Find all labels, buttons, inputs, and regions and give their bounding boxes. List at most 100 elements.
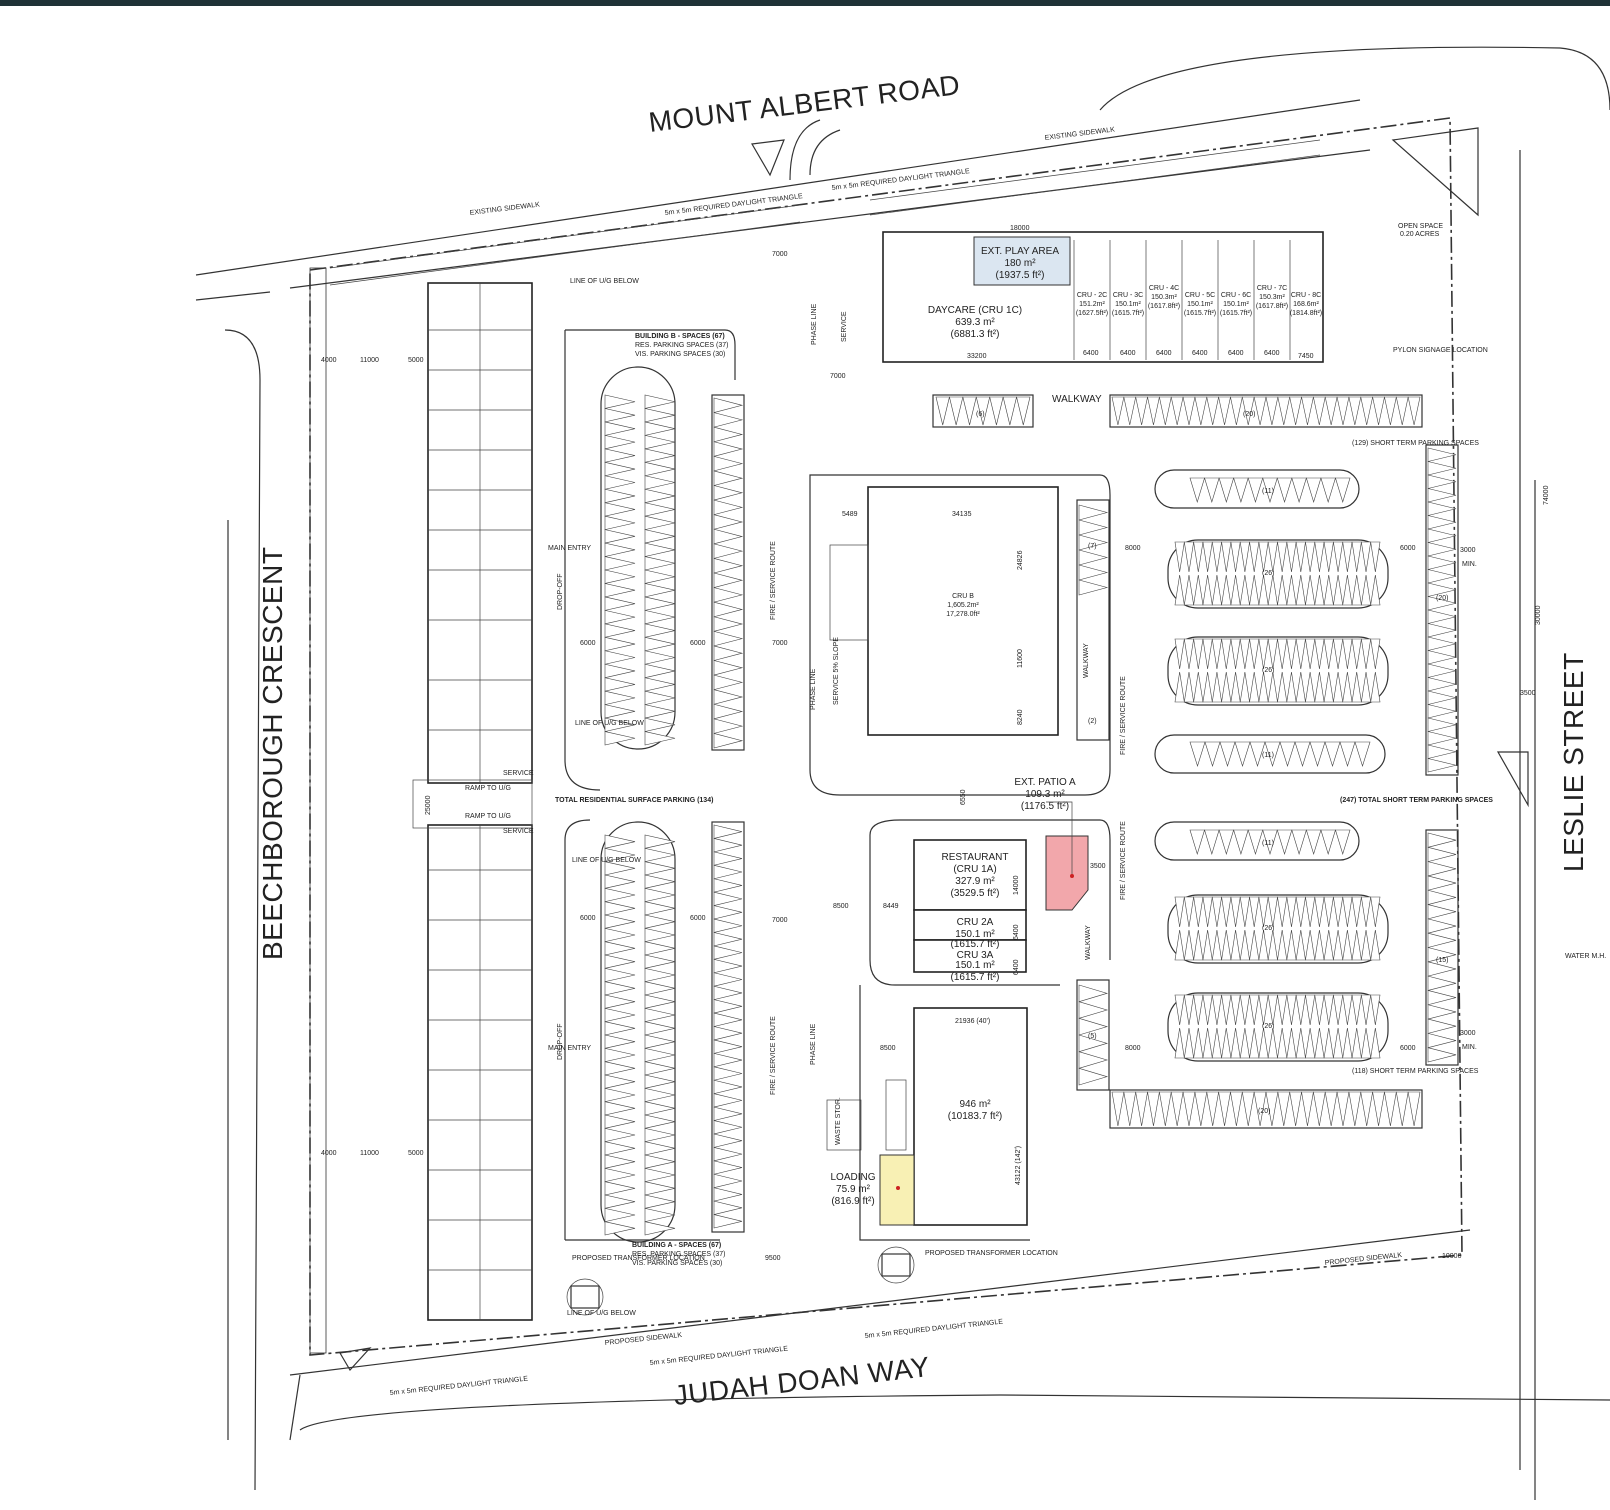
parking-stall (1174, 929, 1185, 961)
roads (195, 46, 1610, 1500)
parking-stall (1295, 1027, 1306, 1059)
patio-restaurant (1045, 835, 1089, 911)
parking-stall (1351, 541, 1362, 573)
parking-stall (604, 994, 636, 1009)
fire-route-3: FIRE / SERVICE ROUTE (1120, 676, 1127, 755)
parking-stall (644, 861, 676, 876)
parking-stall (1335, 829, 1351, 856)
parking-stall (604, 663, 636, 679)
count-11-2: (11) (1262, 752, 1274, 759)
parking-stall (1427, 990, 1457, 1006)
parking-stall (1342, 1027, 1353, 1059)
parking-stall (1194, 396, 1208, 426)
parking-stall (1342, 574, 1353, 606)
parking-stall (1211, 574, 1222, 606)
dim-30000: 30000 (1535, 605, 1542, 625)
parking-stall (644, 954, 676, 969)
parking-stall (1183, 574, 1194, 606)
parking-stall (1395, 396, 1409, 426)
parking-stall (1193, 574, 1204, 606)
parking-stall (713, 905, 743, 920)
parking-stall (1267, 896, 1278, 928)
dim-6000-f: 6000 (1400, 1045, 1416, 1052)
parking-stall (713, 455, 744, 472)
parking-stall (604, 461, 636, 477)
parking-stall (1370, 1027, 1381, 1059)
parking-stall (604, 596, 636, 611)
parking-stall (1427, 975, 1457, 991)
dim-4000-b: 4000 (321, 1150, 337, 1157)
parking-stall (1342, 896, 1353, 928)
parking-stall (1427, 528, 1457, 543)
parking-stall (1258, 671, 1269, 703)
parking-stall (1277, 1091, 1291, 1127)
parking-stall (1427, 569, 1457, 584)
service-north: SERVICE (841, 311, 848, 342)
parking-stall (1294, 741, 1311, 768)
daylight-triangles (339, 127, 1529, 1372)
parking-stall (1221, 896, 1232, 928)
parking-stall (1211, 896, 1222, 928)
cru-b-name: CRU B (952, 593, 974, 600)
parking-stall (1335, 477, 1351, 504)
cru-8c-m: 168.6m² (1293, 301, 1319, 308)
cru-c-building (882, 231, 1324, 363)
dim-8000-b: 8000 (1125, 1045, 1141, 1052)
play-area-m: 180 m² (1004, 258, 1036, 269)
parking-stall (1202, 574, 1213, 606)
parking-stall (1305, 929, 1316, 961)
parking-stall (1370, 994, 1381, 1026)
parking-stall (604, 1007, 636, 1023)
parking-stall (1230, 671, 1241, 703)
count-7: (7) (1088, 543, 1097, 550)
parking-stall (1239, 671, 1250, 703)
parking-stall (1361, 896, 1372, 928)
patio-m: 109.3 m² (1025, 789, 1065, 800)
parking-stall (713, 1160, 743, 1175)
parking-stall (1295, 541, 1306, 573)
stall-counts: (20) (20) (26) (26) (26) (26) (11) (11) … (976, 411, 1448, 1115)
parking-stall (1427, 474, 1457, 489)
parking-stall (1221, 1027, 1232, 1059)
parking-stall (1339, 741, 1356, 768)
parking-stall (1211, 541, 1222, 573)
parking-stall (1230, 574, 1241, 606)
dimensions: 18000 33200 34135 5489 24826 11600 8240 … (321, 225, 1550, 1262)
parking-stall (1427, 650, 1457, 665)
parking-stall (1295, 638, 1306, 670)
parking-stall (644, 461, 676, 477)
dim-6000-a: 6000 (580, 640, 596, 647)
parking-stall (1262, 829, 1278, 856)
parking-stall (1174, 1027, 1185, 1059)
parking-stall (1295, 671, 1306, 703)
parking-stall (713, 1106, 743, 1121)
parking-stall (1258, 896, 1269, 928)
parking-stall (604, 1061, 636, 1076)
parking-stall (1314, 671, 1325, 703)
parking-stall (1351, 1027, 1362, 1059)
parking-stall (644, 1047, 676, 1063)
parking-stall (1427, 663, 1457, 678)
parking-stall (713, 1079, 743, 1095)
parking-stall (1351, 638, 1362, 670)
parking-stall (604, 914, 636, 929)
parking-stall (1078, 1051, 1109, 1069)
parking-stall (604, 981, 636, 996)
count-26-4: (26) (1262, 1023, 1274, 1030)
parking-stall (1295, 929, 1306, 961)
south-bldg-ft: (10183.7 ft²) (948, 1111, 1002, 1122)
count-20-n: (20) (1243, 411, 1255, 418)
parking-stall (604, 1154, 636, 1169)
parking-stall (1354, 741, 1371, 768)
short-129: (129) SHORT TERM PARKING SPACES (1352, 440, 1479, 447)
restaurant-sub: (CRU 1A) (953, 864, 996, 875)
parking-stall (1249, 541, 1260, 573)
parking-stall (1360, 396, 1373, 426)
parking-stall (713, 824, 743, 839)
parking-stall (1277, 929, 1288, 961)
parking-stall (644, 636, 676, 652)
parking-stall (713, 660, 744, 676)
dim-10000: 10000 (1442, 1253, 1462, 1260)
dim-6000-e: 6000 (1400, 545, 1416, 552)
drop-off-2: DROP-OFF (557, 1023, 564, 1060)
